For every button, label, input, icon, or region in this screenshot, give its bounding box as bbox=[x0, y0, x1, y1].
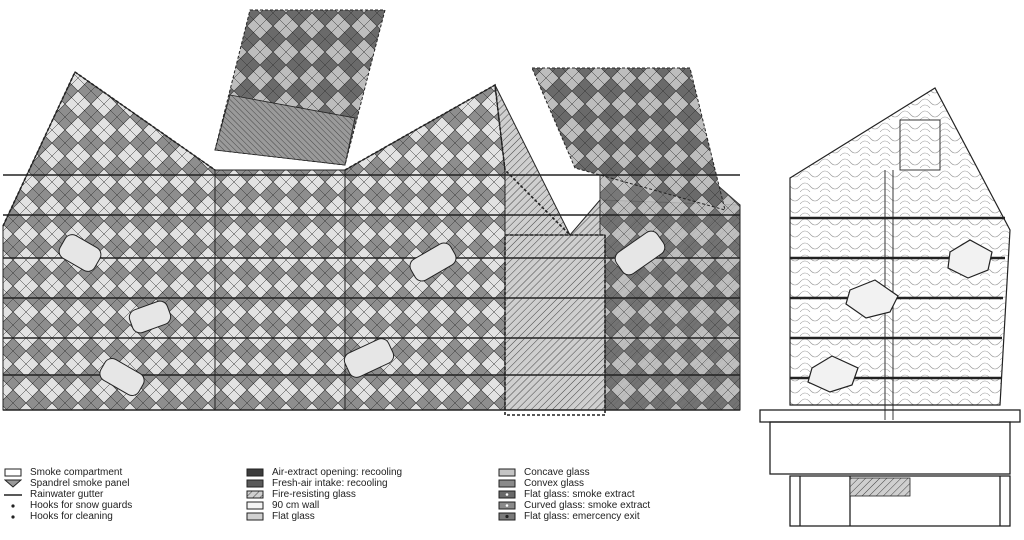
folded-roof-panel-left-hatch bbox=[214, 94, 356, 166]
legend-label: Flat glass: emercency exit bbox=[524, 511, 640, 522]
hatched-band bbox=[504, 234, 606, 411]
outline-rect-icon bbox=[4, 468, 22, 477]
legend-label: Rainwater gutter bbox=[30, 489, 104, 500]
dot-swatch-icon bbox=[498, 501, 516, 510]
legend-label: Convex glass bbox=[524, 478, 585, 489]
legend-item-90cm-wall: 90 cm wall bbox=[246, 500, 402, 511]
legend-item-spandrel-smoke-panel: Spandrel smoke panel bbox=[4, 478, 132, 489]
legend-label: Smoke compartment bbox=[30, 467, 123, 478]
legend-label: Fire-resisting glass bbox=[272, 489, 356, 500]
light-swatch-icon bbox=[246, 512, 264, 521]
dot-icon bbox=[4, 501, 22, 510]
legend-item-rainwater-gutter: Rainwater gutter bbox=[4, 489, 132, 500]
dark-swatch-icon bbox=[246, 468, 264, 477]
legend-column-1: Smoke compartment Spandrel smoke panel R… bbox=[4, 467, 132, 522]
legend-item-air-extract: Air-extract opening: recooling bbox=[246, 467, 402, 478]
legend-item-curved-glass-smoke-extract: Curved glass: smoke extract bbox=[498, 500, 650, 511]
mid-swatch-icon bbox=[498, 479, 516, 488]
legend-column-2: Air-extract opening: recooling Fresh-air… bbox=[246, 467, 402, 522]
star-swatch-icon bbox=[498, 512, 516, 521]
light-swatch-icon bbox=[498, 468, 516, 477]
legend-item-fresh-air-intake: Fresh-air intake: recooling bbox=[246, 478, 402, 489]
legend-label: Flat glass bbox=[272, 511, 315, 522]
hatched-swatch-icon bbox=[246, 490, 264, 499]
dot-icon bbox=[4, 512, 22, 521]
legend-label: Hooks for snow guards bbox=[30, 500, 133, 511]
dot-swatch-icon bbox=[498, 490, 516, 499]
legend-item-cleaning-hooks: Hooks for cleaning bbox=[4, 511, 132, 522]
legend-label: 90 cm wall bbox=[272, 500, 320, 511]
legend-item-flat-glass-smoke-extract: Flat glass: smoke extract bbox=[498, 489, 650, 500]
legend-label: Fresh-air intake: recooling bbox=[272, 478, 388, 489]
dark-swatch-icon bbox=[246, 479, 264, 488]
legend-label: Curved glass: smoke extract bbox=[524, 500, 651, 511]
section-outline bbox=[789, 87, 1011, 406]
legend-label: Concave glass bbox=[524, 467, 590, 478]
legend-item-snow-guard-hooks: Hooks for snow guards bbox=[4, 500, 132, 511]
legend-item-emergency-exit: Flat glass: emercency exit bbox=[498, 511, 650, 522]
legend-item-flat-glass: Flat glass bbox=[246, 511, 402, 522]
white-swatch-icon bbox=[246, 501, 264, 510]
line-icon bbox=[4, 490, 22, 499]
legend-label: Air-extract opening: recooling bbox=[272, 467, 403, 478]
legend-label: Spandrel smoke panel bbox=[30, 478, 130, 489]
legend-item-smoke-compartment: Smoke compartment bbox=[4, 467, 132, 478]
legend-item-convex-glass: Convex glass bbox=[498, 478, 650, 489]
legend-item-fire-resisting-glass: Fire-resisting glass bbox=[246, 489, 402, 500]
legend-column-3: Concave glass Convex glass Flat glass: s… bbox=[498, 467, 650, 522]
triangle-marker-icon bbox=[4, 479, 22, 488]
legend-item-concave-glass: Concave glass bbox=[498, 467, 650, 478]
facade-elevation bbox=[2, 9, 741, 416]
building-section bbox=[759, 87, 1021, 527]
legend-label: Hooks for cleaning bbox=[30, 511, 113, 522]
legend-label: Flat glass: smoke extract bbox=[524, 489, 635, 500]
